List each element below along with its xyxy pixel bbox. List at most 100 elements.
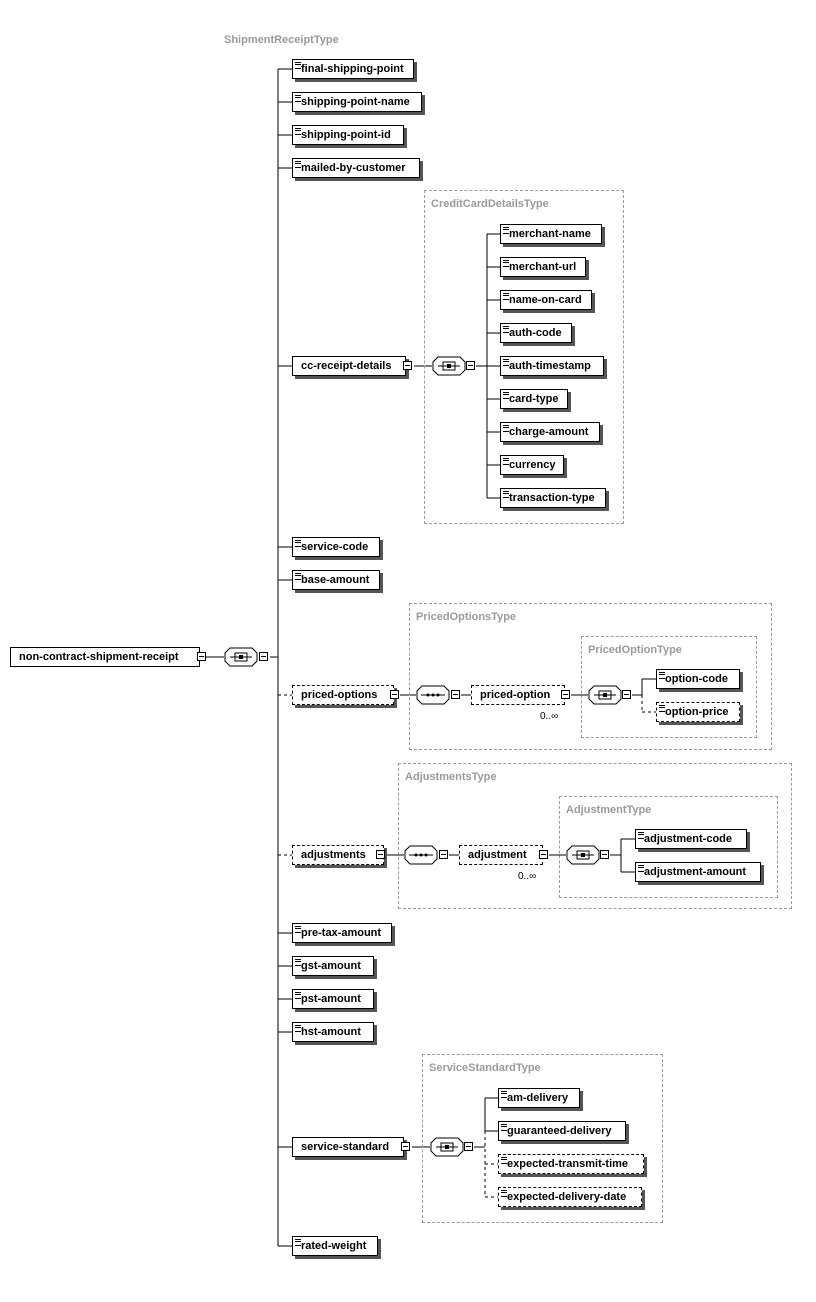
- hst-amount-element[interactable]: hst-amount: [292, 1022, 374, 1042]
- priced-option-seq-collapse-toggle[interactable]: [622, 690, 631, 699]
- pre-tax-amount-element[interactable]: pre-tax-amount: [292, 923, 392, 943]
- priced-options-element[interactable]: priced-options: [292, 685, 394, 705]
- adjustments-label: adjustments: [301, 849, 366, 861]
- adjustments-type-box: [398, 763, 792, 909]
- sequence-collapse-toggle[interactable]: [259, 652, 268, 661]
- option-price-element[interactable]: option-price: [656, 702, 740, 722]
- rated-weight-element[interactable]: rated-weight: [292, 1236, 378, 1256]
- priced-options-seq-collapse-toggle[interactable]: [451, 690, 460, 699]
- service-standard-label: service-standard: [301, 1141, 390, 1153]
- option-code-element[interactable]: option-code: [656, 669, 740, 689]
- priced-option-seq-compositor-icon: [588, 685, 622, 705]
- mailed-by-customer-element[interactable]: mailed-by-customer: [292, 158, 420, 178]
- adjustments-seq-collapse-toggle[interactable]: [439, 850, 448, 859]
- pst-amount-element[interactable]: pst-amount: [292, 989, 374, 1009]
- adjustments-collapse-toggle[interactable]: [376, 850, 385, 859]
- shipping-point-id-element[interactable]: shipping-point-id: [292, 125, 404, 145]
- merchant-url-element[interactable]: merchant-url: [500, 257, 586, 277]
- name-on-card-element[interactable]: name-on-card: [500, 290, 592, 310]
- adjustment-element[interactable]: adjustment: [459, 845, 543, 865]
- cc-receipt-details-label: cc-receipt-details: [301, 360, 392, 372]
- priced-options-type-label: PricedOptionsType: [416, 611, 517, 623]
- transaction-type-element[interactable]: transaction-type: [500, 488, 606, 508]
- am-delivery-label: am-delivery: [507, 1092, 569, 1104]
- expected-transmit-time-label: expected-transmit-time: [507, 1158, 629, 1170]
- auth-code-label: auth-code: [509, 327, 562, 339]
- priced-option-collapse-toggle[interactable]: [561, 690, 570, 699]
- service-code-label: service-code: [301, 541, 369, 553]
- root-collapse-toggle[interactable]: [197, 652, 206, 661]
- adjustment-code-element[interactable]: adjustment-code: [635, 829, 747, 849]
- service-standard-collapse-toggle[interactable]: [401, 1142, 410, 1151]
- charge-amount-element[interactable]: charge-amount: [500, 422, 600, 442]
- adjustment-seq-compositor-icon: [566, 845, 600, 865]
- adjustment-collapse-toggle[interactable]: [539, 850, 548, 859]
- cc-sequence-collapse-toggle[interactable]: [466, 361, 475, 370]
- final-shipping-point-label: final-shipping-point: [301, 63, 404, 75]
- service-standard-element[interactable]: service-standard: [292, 1137, 404, 1157]
- priced-options-seq-compositor-icon: [416, 685, 450, 705]
- priced-options-type-box: [409, 603, 772, 750]
- cc-receipt-details-collapse-toggle[interactable]: [403, 361, 412, 370]
- expected-delivery-date-label: expected-delivery-date: [507, 1191, 627, 1203]
- charge-amount-label: charge-amount: [509, 426, 589, 438]
- root-element[interactable]: non-contract-shipment-receipt: [10, 647, 200, 667]
- adjustment-amount-label: adjustment-amount: [644, 866, 747, 878]
- priced-option-element[interactable]: priced-option: [471, 685, 565, 705]
- guaranteed-delivery-label: guaranteed-delivery: [507, 1125, 612, 1137]
- currency-element[interactable]: currency: [500, 455, 564, 475]
- pre-tax-amount-label: pre-tax-amount: [301, 927, 382, 939]
- adjustment-cardinality: 0..∞: [518, 871, 537, 882]
- priced-option-type-label: PricedOptionType: [588, 644, 682, 656]
- adjustment-type-label: AdjustmentType: [566, 804, 652, 816]
- auth-timestamp-label: auth-timestamp: [509, 360, 591, 372]
- card-type-element[interactable]: card-type: [500, 389, 568, 409]
- service-code-element[interactable]: service-code: [292, 537, 380, 557]
- cc-receipt-details-element[interactable]: cc-receipt-details: [292, 356, 406, 376]
- sequence-compositor-icon: [224, 647, 258, 667]
- adjustments-type-label: AdjustmentsType: [405, 771, 497, 783]
- priced-option-type-box: [581, 636, 757, 738]
- priced-option-cardinality: 0..∞: [540, 711, 559, 722]
- pst-amount-label: pst-amount: [301, 993, 361, 1005]
- shipping-point-name-label: shipping-point-name: [301, 96, 410, 108]
- merchant-name-label: merchant-name: [509, 228, 591, 240]
- adjustment-amount-element[interactable]: adjustment-amount: [635, 862, 761, 882]
- currency-label: currency: [509, 459, 556, 471]
- base-amount-label: base-amount: [301, 574, 370, 586]
- shipping-point-id-label: shipping-point-id: [301, 129, 391, 141]
- expected-delivery-date-element[interactable]: expected-delivery-date: [498, 1187, 642, 1207]
- auth-code-element[interactable]: auth-code: [500, 323, 572, 343]
- transaction-type-label: transaction-type: [509, 492, 595, 504]
- mailed-by-customer-label: mailed-by-customer: [301, 162, 406, 174]
- shipping-point-name-element[interactable]: shipping-point-name: [292, 92, 422, 112]
- service-standard-type-label: ServiceStandardType: [429, 1062, 541, 1074]
- name-on-card-label: name-on-card: [509, 294, 582, 306]
- adjustment-seq-collapse-toggle[interactable]: [600, 850, 609, 859]
- expected-transmit-time-element[interactable]: expected-transmit-time: [498, 1154, 644, 1174]
- cc-sequence-compositor-icon: [432, 356, 466, 376]
- adjustment-code-label: adjustment-code: [644, 833, 733, 845]
- service-standard-type-box: [422, 1054, 663, 1223]
- priced-option-label: priced-option: [480, 689, 551, 701]
- am-delivery-element[interactable]: am-delivery: [498, 1088, 580, 1108]
- gst-amount-label: gst-amount: [301, 960, 361, 972]
- final-shipping-point-element[interactable]: final-shipping-point: [292, 59, 414, 79]
- merchant-url-label: merchant-url: [509, 261, 577, 273]
- merchant-name-element[interactable]: merchant-name: [500, 224, 602, 244]
- auth-timestamp-element[interactable]: auth-timestamp: [500, 356, 604, 376]
- base-amount-element[interactable]: base-amount: [292, 570, 380, 590]
- adjustments-seq-compositor-icon: [404, 845, 438, 865]
- adjustment-type-box: [559, 796, 778, 898]
- guaranteed-delivery-element[interactable]: guaranteed-delivery: [498, 1121, 626, 1141]
- priced-options-label: priced-options: [301, 689, 378, 701]
- gst-amount-element[interactable]: gst-amount: [292, 956, 374, 976]
- credit-card-details-type-box: [424, 190, 624, 524]
- priced-options-collapse-toggle[interactable]: [390, 690, 399, 699]
- adjustments-element[interactable]: adjustments: [292, 845, 384, 865]
- service-standard-seq-compositor-icon: [430, 1137, 464, 1157]
- service-standard-seq-collapse-toggle[interactable]: [464, 1142, 473, 1151]
- credit-card-details-type-label: CreditCardDetailsType: [431, 198, 549, 210]
